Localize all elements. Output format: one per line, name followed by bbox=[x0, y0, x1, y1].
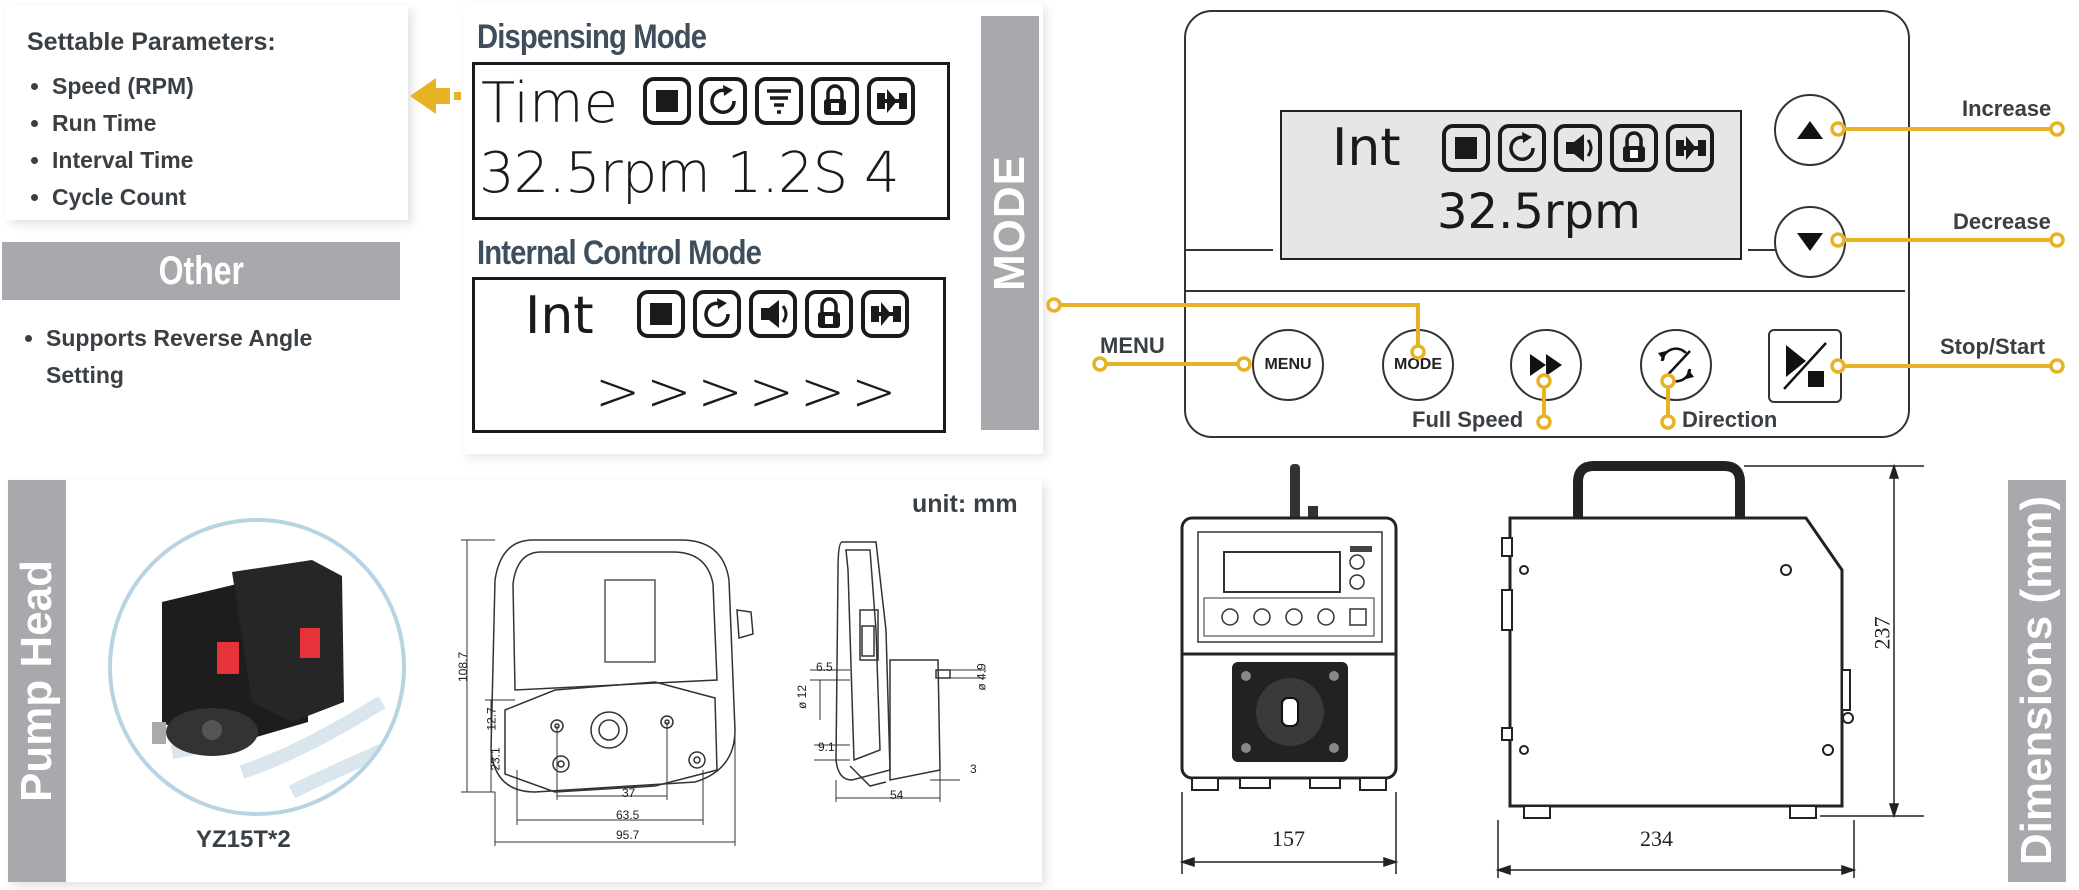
direction-label: Direction bbox=[1682, 407, 1778, 432]
stop-icon bbox=[650, 303, 672, 325]
internal-lcd: Int >>>>>> bbox=[472, 277, 946, 433]
dim-label: ø 4.9 bbox=[974, 663, 989, 691]
other-list: Supports Reverse Angle Setting bbox=[0, 320, 386, 394]
lcd-line-1: Int bbox=[525, 286, 594, 346]
dim-label: 108.7 bbox=[456, 651, 471, 683]
internal-mode-title: Internal Control Mode bbox=[477, 234, 762, 272]
height-dimension: 237 bbox=[1869, 616, 1895, 650]
dim-label: 63.5 bbox=[616, 808, 640, 822]
list-item: Supports Reverse Angle Setting bbox=[46, 320, 386, 394]
unit-label: unit: mm bbox=[912, 490, 1018, 518]
dim-label: 3 bbox=[970, 762, 977, 776]
mode-bar: MODE bbox=[981, 16, 1039, 430]
lcd-status-icons bbox=[637, 290, 909, 338]
other-header: Other bbox=[2, 242, 400, 300]
width-dimension: 157 bbox=[1272, 826, 1305, 851]
cycle-icon bbox=[710, 88, 736, 114]
pump-head-circle bbox=[108, 518, 406, 816]
full-speed-label: Full Speed bbox=[1412, 407, 1524, 432]
dim-label: 6.5 bbox=[816, 660, 833, 674]
settable-panel: Settable Parameters: Speed (RPM) Run Tim… bbox=[6, 6, 408, 220]
panel-lcd: Int 32.5rpm bbox=[1280, 110, 1742, 260]
pump-model: YZ15T*2 bbox=[196, 826, 291, 853]
panel-lcd-line-1: Int bbox=[1332, 118, 1401, 178]
dim-label: 12.7 bbox=[484, 707, 499, 731]
pump-head-front-drawing bbox=[461, 539, 754, 846]
triangle-down-icon bbox=[1797, 233, 1823, 251]
triangle-up-icon bbox=[1797, 121, 1823, 139]
dim-label: 95.7 bbox=[616, 828, 640, 842]
menu-button[interactable]: MENU bbox=[1252, 329, 1324, 401]
cycle-icon bbox=[704, 301, 730, 327]
settable-title: Settable Parameters: bbox=[27, 28, 276, 56]
menu-label: MENU bbox=[1100, 333, 1165, 358]
pointer-arrow-icon bbox=[410, 78, 461, 114]
panel-divider-right bbox=[1748, 249, 1793, 251]
lcd-status-icons bbox=[1442, 124, 1714, 172]
connector-icon bbox=[877, 89, 907, 113]
panel-divider bbox=[1185, 290, 1905, 292]
connector-icon bbox=[871, 302, 901, 326]
depth-dimension: 234 bbox=[1640, 826, 1673, 851]
panel-lcd-line-2: 32.5rpm bbox=[1437, 184, 1641, 240]
list-item: Run Time bbox=[52, 105, 194, 142]
pump-front-view bbox=[1179, 464, 1399, 874]
dim-label: 37 bbox=[622, 786, 636, 800]
list-item: Cycle Count bbox=[52, 179, 194, 216]
increase-label: Increase bbox=[1962, 96, 2052, 121]
list-item: Interval Time bbox=[52, 142, 194, 179]
dim-label: 23.1 bbox=[488, 747, 503, 771]
play-stop-icon bbox=[1783, 342, 1827, 390]
list-item: Speed (RPM) bbox=[52, 68, 194, 105]
lcd-line-1: Time bbox=[481, 71, 619, 136]
dimensions-bar: Dimensions (mm) bbox=[2008, 480, 2066, 882]
filter-icon bbox=[767, 89, 791, 114]
dim-label: ø 12 bbox=[795, 684, 810, 710]
fast-forward-icon bbox=[1530, 354, 1562, 376]
decrease-label: Decrease bbox=[1953, 209, 2051, 234]
pump-side-view bbox=[1495, 461, 1924, 878]
dispensing-mode-title: Dispensing Mode bbox=[477, 18, 707, 56]
dim-label: 54 bbox=[890, 788, 904, 802]
panel-divider-left bbox=[1185, 249, 1273, 251]
pump-head-side-drawing bbox=[810, 541, 986, 802]
lcd-status-icons bbox=[643, 77, 915, 125]
speaker-icon bbox=[761, 300, 779, 328]
pump-head-illustration bbox=[152, 560, 402, 799]
pump-head-bar: Pump Head bbox=[8, 480, 66, 882]
dim-label: 9.1 bbox=[818, 740, 835, 754]
stop-start-label: Stop/Start bbox=[1940, 334, 2046, 359]
stop-icon bbox=[656, 90, 678, 112]
lcd-line-2: 32.5rpm 1.2S 4 bbox=[479, 141, 900, 206]
dispensing-lcd: Time 32.5rpm 1.2S 4 bbox=[472, 62, 950, 220]
lcd-line-2: >>>>>> bbox=[595, 360, 903, 423]
settable-list: Speed (RPM) Run Time Interval Time Cycle… bbox=[6, 68, 194, 216]
